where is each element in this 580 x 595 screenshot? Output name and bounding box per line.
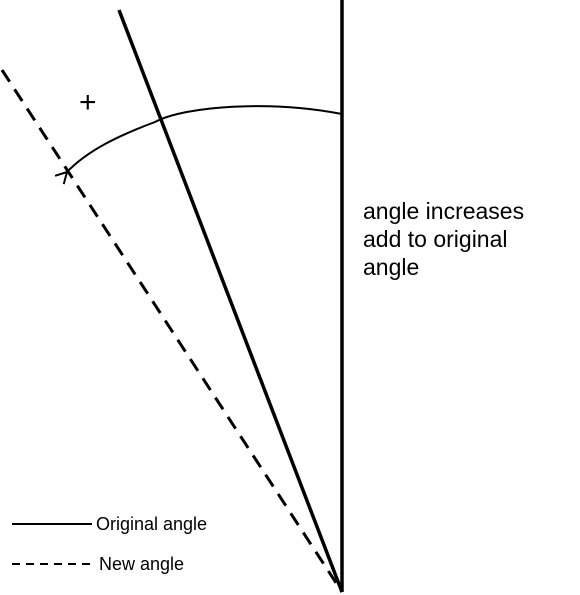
annotation-line-2: add to original xyxy=(363,226,508,252)
annotation-line-1: angle increases xyxy=(363,198,524,224)
legend-original-label: Original angle xyxy=(96,514,207,534)
legend: Original angle New angle xyxy=(12,514,207,574)
annotation-line-3: angle xyxy=(363,254,419,280)
original-angle-line xyxy=(117,9,344,593)
legend-new-label: New angle xyxy=(99,554,184,574)
angle-increase-arrow xyxy=(67,105,343,172)
new-angle-line xyxy=(0,69,344,593)
plus-sign: + xyxy=(79,86,97,119)
